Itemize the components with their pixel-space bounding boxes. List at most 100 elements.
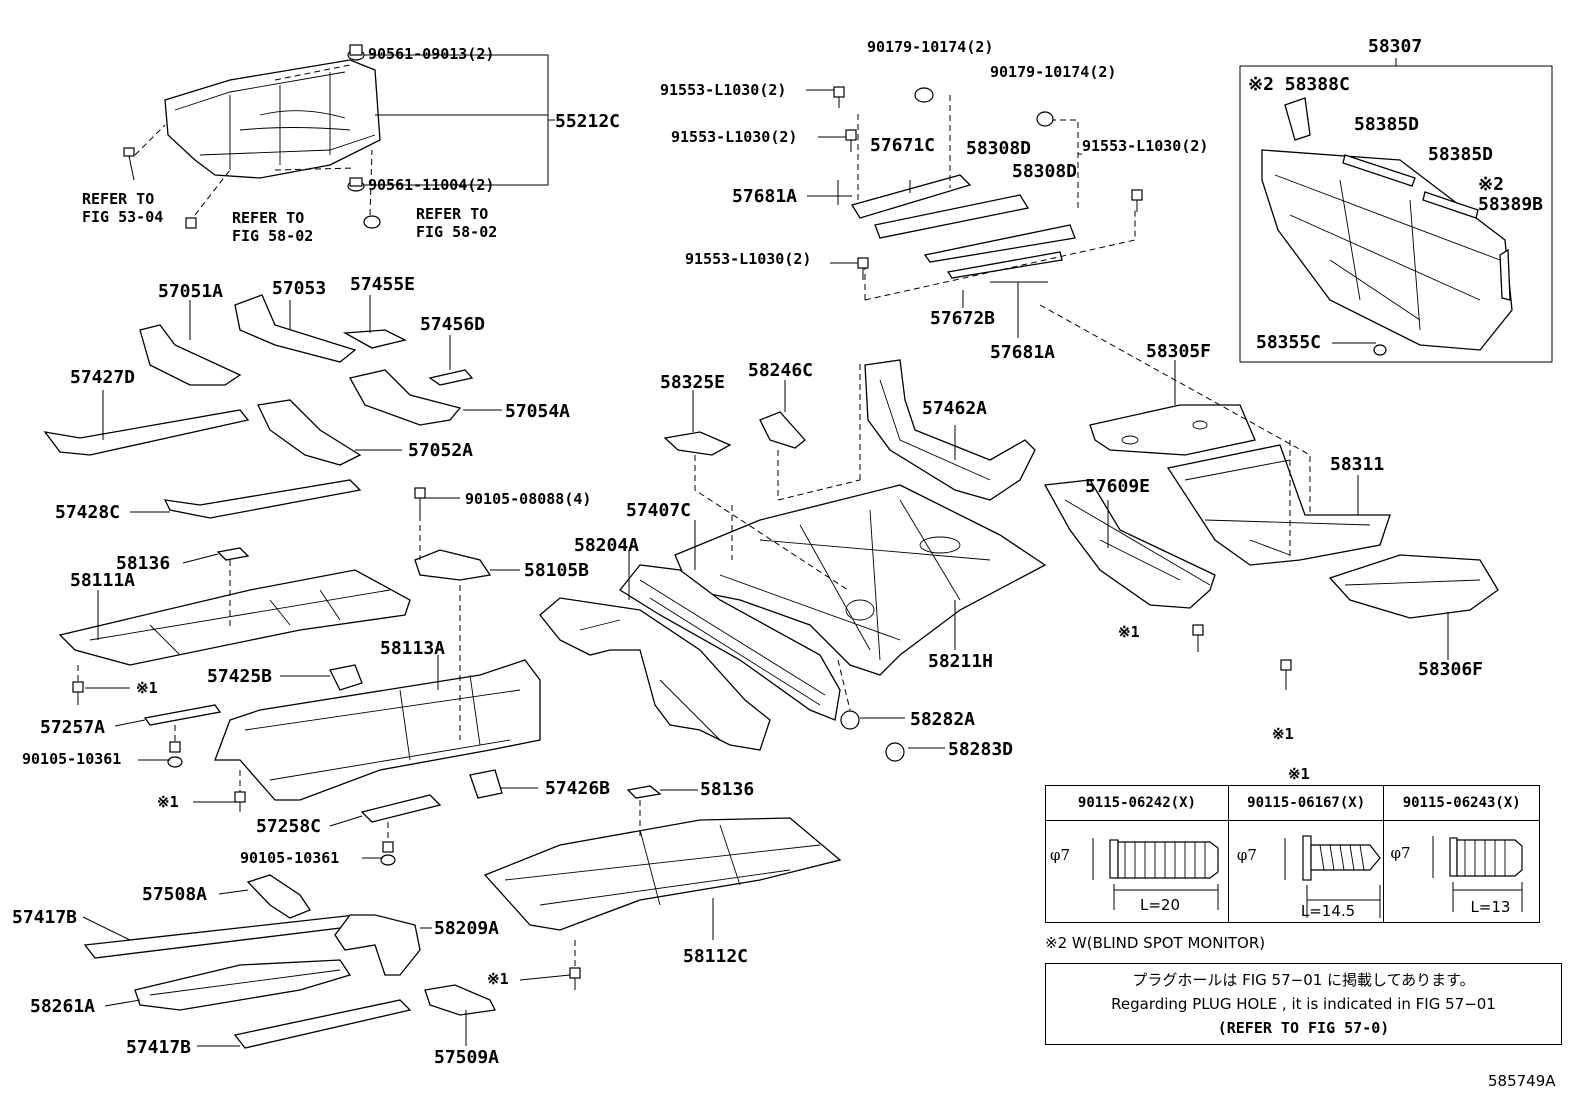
- bolt-profile-2: [1284, 835, 1381, 918]
- part-57455E-drawing: [342, 329, 407, 349]
- label-57053: 57053: [272, 278, 327, 299]
- note-blind-spot: ※2 W(BLIND SPOT MONITOR): [1045, 934, 1266, 952]
- bolt-profile-3: [1432, 836, 1523, 912]
- plug-hole-note: プラグホールは FIG 57−01 に掲載してあります。 Regarding P…: [1045, 963, 1562, 1045]
- label-57054A: 57054A: [505, 401, 571, 422]
- label-57609E: 57609E: [1085, 476, 1151, 497]
- bolt-ref-58-02a: [185, 217, 197, 229]
- label-91553-c: 91553-L1030(2): [1082, 137, 1209, 155]
- note-en: Regarding PLUG HOLE , it is indicated in…: [1111, 995, 1496, 1013]
- part-58105B-drawing: [414, 549, 492, 581]
- dash-bottom: [574, 800, 641, 968]
- screws-right: [1192, 624, 1292, 690]
- label-57417B-b: 57417B: [126, 1037, 192, 1058]
- part-57417B-a-drawing: [83, 914, 367, 959]
- label-90105-10361-b: 90105-10361: [240, 849, 340, 867]
- label-57672B: 57672B: [930, 308, 996, 329]
- label-90105-08088: 90105-08088(4): [465, 490, 592, 508]
- label-57417B-a: 57417B: [12, 907, 78, 928]
- label-58325E: 58325E: [660, 372, 726, 393]
- label-58283D: 58283D: [948, 739, 1014, 760]
- label-58209A: 58209A: [434, 918, 500, 939]
- label-57425B: 57425B: [207, 666, 273, 687]
- table-col-1: 90115-06242(X) φ7 L=20: [1046, 786, 1229, 922]
- table-col-3-length: L=13: [1470, 898, 1511, 916]
- label-58261A: 58261A: [30, 996, 96, 1017]
- part-57609E-drawing: [1043, 479, 1216, 609]
- part-57462A-drawing: [864, 359, 1036, 501]
- note-ref: (REFER TO FIG 57-0): [1217, 1019, 1390, 1037]
- label-91553-b: 91553-L1030(2): [671, 128, 798, 146]
- leaders-bottom: [82, 789, 714, 1047]
- part-57417B-b-drawing: [233, 999, 412, 1049]
- dash-55212C-a: [134, 64, 373, 216]
- part-58307-drawing: [1261, 97, 1513, 356]
- part-57508A-drawing: [246, 874, 311, 919]
- fastener-group-top: [833, 86, 1143, 280]
- part-58261A-drawing: [134, 959, 352, 1011]
- label-58111A: 58111A: [70, 570, 136, 591]
- label-58308D-a: 58308D: [966, 138, 1032, 159]
- label-57455E: 57455E: [350, 274, 416, 295]
- label-58306F: 58306F: [1418, 659, 1484, 680]
- table-col-1-part: 90115-06242(X): [1046, 786, 1228, 821]
- part-58209A-drawing: [334, 914, 421, 976]
- table-col-2-part: 90115-06167(X): [1228, 786, 1384, 821]
- note-jp: プラグホールは FIG 57−01 に掲載してあります。: [1132, 971, 1475, 989]
- part-57054A-drawing: [349, 369, 462, 426]
- label-57426B: 57426B: [545, 778, 611, 799]
- part-57051A-drawing: [139, 324, 242, 386]
- part-58113A-drawing: [214, 659, 541, 801]
- part-57258C-drawing: [360, 794, 442, 823]
- table-col-2-dia: φ7: [1236, 846, 1257, 864]
- table-col-2-length: L=14.5: [1300, 902, 1356, 920]
- table-col-2: 90115-06167(X) φ7 L=14.5: [1228, 786, 1385, 922]
- table-col-1-dia: φ7: [1050, 846, 1071, 864]
- label-58211H: 58211H: [928, 651, 994, 672]
- part-58136b-drawing: [626, 785, 662, 799]
- label-57407C: 57407C: [626, 500, 692, 521]
- part-57456D-drawing: [428, 369, 474, 386]
- table-col-1-length: L=20: [1140, 896, 1181, 914]
- clips-center: [840, 710, 905, 762]
- bolt-profile-1: [1092, 838, 1219, 910]
- label-57462A: 57462A: [922, 398, 988, 419]
- table-col-3-dia: φ7: [1390, 844, 1411, 862]
- part-58111A-drawing: [58, 569, 411, 666]
- table-col-3-part: 90115-06243(X): [1384, 786, 1540, 821]
- part-58246C-drawing: [759, 411, 806, 449]
- part-58311-drawing: [1166, 444, 1391, 566]
- label-58136-b: 58136: [700, 779, 755, 800]
- label-57428C: 57428C: [55, 502, 121, 523]
- figure-id: 585749A: [1488, 1072, 1556, 1090]
- part-57428C-drawing: [163, 479, 362, 519]
- leaders-center: [628, 380, 956, 749]
- leaders-upper-middle: [806, 89, 1082, 338]
- part-58325E-drawing: [663, 431, 732, 456]
- screws-left: [72, 487, 581, 990]
- label-57456D: 57456D: [420, 314, 486, 335]
- part-58305F-drawing: [1089, 404, 1256, 456]
- mark-1-e: ※1: [1272, 725, 1294, 743]
- mark-1-a: ※1: [136, 679, 158, 697]
- table-title: ※1: [1288, 765, 1310, 783]
- part-55212C-drawing: [164, 59, 381, 179]
- table-col-3: 90115-06243(X) φ7 L=13: [1384, 786, 1540, 922]
- mark-1-d: ※1: [1118, 623, 1140, 641]
- label-90561-11004: 90561-11004(2): [368, 176, 495, 194]
- dash-left-lower: [77, 515, 461, 842]
- label-57509A: 57509A: [434, 1047, 500, 1068]
- label-58204A: 58204A: [574, 535, 640, 556]
- label-58385D-a: 58385D: [1354, 114, 1420, 135]
- label-58308D-b: 58308D: [1012, 161, 1078, 182]
- label-refer-53-04: REFER TO FIG 53-04: [82, 190, 164, 226]
- label-refer-58-02b: REFER TO FIG 58-02: [416, 205, 498, 241]
- leaders-left-lower: [85, 497, 538, 859]
- part-57257A-drawing: [143, 704, 222, 726]
- label-57681A-a: 57681A: [732, 186, 798, 207]
- part-58112C-drawing: [483, 817, 842, 931]
- label-58282A: 58282A: [910, 709, 976, 730]
- label-57257A: 57257A: [40, 717, 106, 738]
- label-58105B: 58105B: [524, 560, 590, 581]
- part-57053-drawing: [234, 294, 357, 363]
